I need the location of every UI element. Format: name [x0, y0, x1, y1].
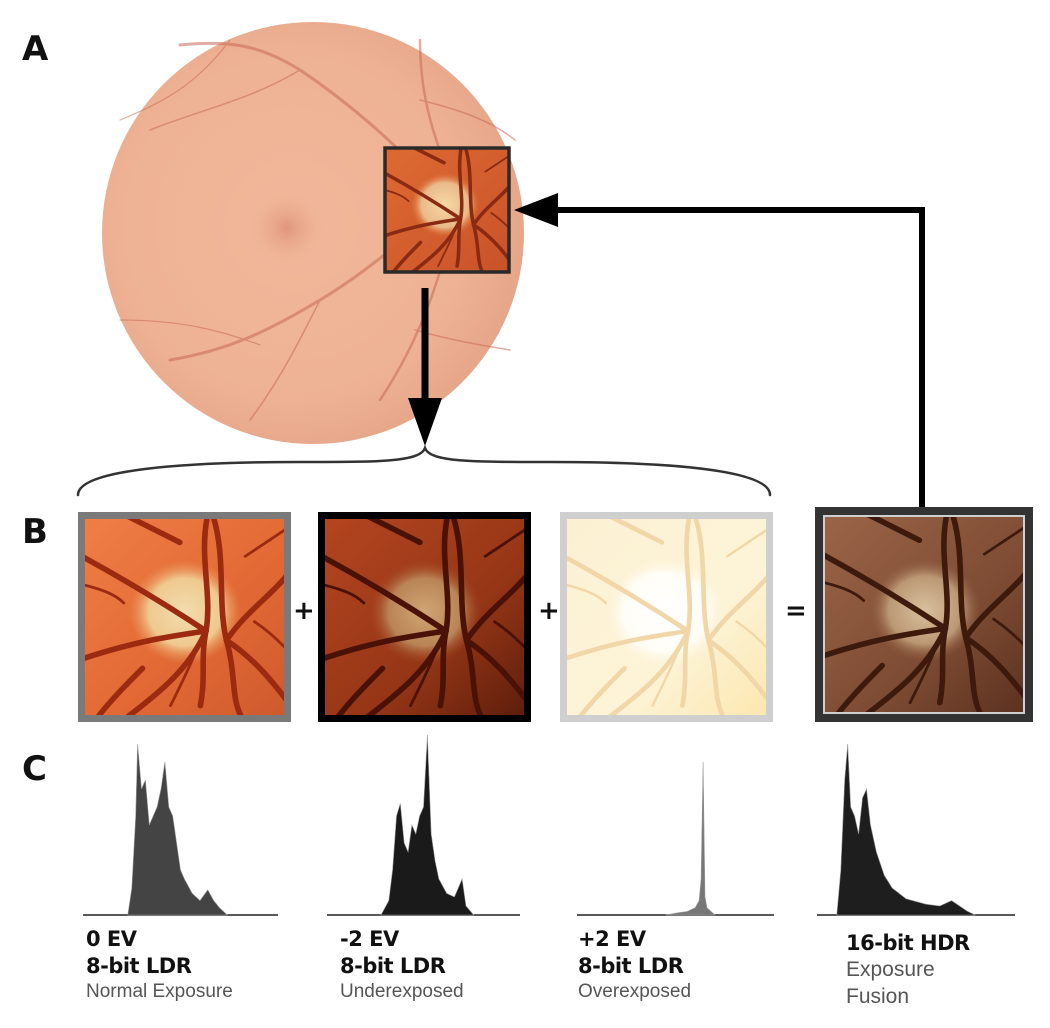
optic-disc-inset [383, 146, 511, 274]
exposure-description: Normal Exposure [86, 980, 233, 1002]
exposure-thumb-under [318, 512, 531, 722]
histograms [83, 734, 1015, 916]
exposure-thumb-over [560, 512, 773, 722]
histogram-1 [327, 734, 520, 916]
histogram-0 [83, 743, 278, 916]
bit-depth-label: 8-bit LDR [578, 953, 684, 978]
panel-label-b: B [22, 512, 48, 552]
caption-normal: 0 EV 8-bit LDR Normal Exposure [86, 926, 233, 1004]
panel-label-c: C [22, 749, 47, 789]
hdr-title: 16-bit HDR [846, 931, 970, 955]
panel-label-a: A [22, 29, 49, 69]
caption-hdr: 16-bit HDR Exposure Fusion [846, 930, 970, 1011]
caption-under: -2 EV 8-bit LDR Underexposed [340, 926, 464, 1004]
exposure-description: Overexposed [578, 980, 692, 1002]
curly-brace [76, 444, 772, 497]
fusion-desc-line2: Fusion [846, 984, 910, 1008]
ev-label: -2 EV [340, 927, 399, 951]
bit-depth-label: 8-bit LDR [86, 953, 192, 978]
plus-operator: + [538, 596, 560, 626]
histogram-shape [665, 761, 716, 916]
caption-over: +2 EV 8-bit LDR Overexposed [578, 926, 691, 1004]
plus-operator: + [293, 596, 315, 626]
exposure-description: Underexposed [340, 980, 464, 1002]
ev-label: 0 EV [86, 927, 137, 951]
zoom-arrow-down [408, 288, 442, 446]
fusion-desc-line1: Exposure [846, 957, 935, 981]
equals-operator: = [785, 596, 807, 626]
histogram-2 [577, 761, 774, 916]
histogram-shape [380, 734, 475, 916]
ev-label: +2 EV [578, 927, 646, 951]
exposure-thumb-normal [78, 512, 291, 722]
histogram-3 [817, 743, 1015, 916]
bit-depth-label: 8-bit LDR [340, 953, 446, 978]
hdr-fused-thumb [815, 507, 1033, 722]
histogram-shape [127, 743, 229, 916]
histogram-shape [836, 743, 976, 916]
feedback-arrow [514, 193, 925, 518]
